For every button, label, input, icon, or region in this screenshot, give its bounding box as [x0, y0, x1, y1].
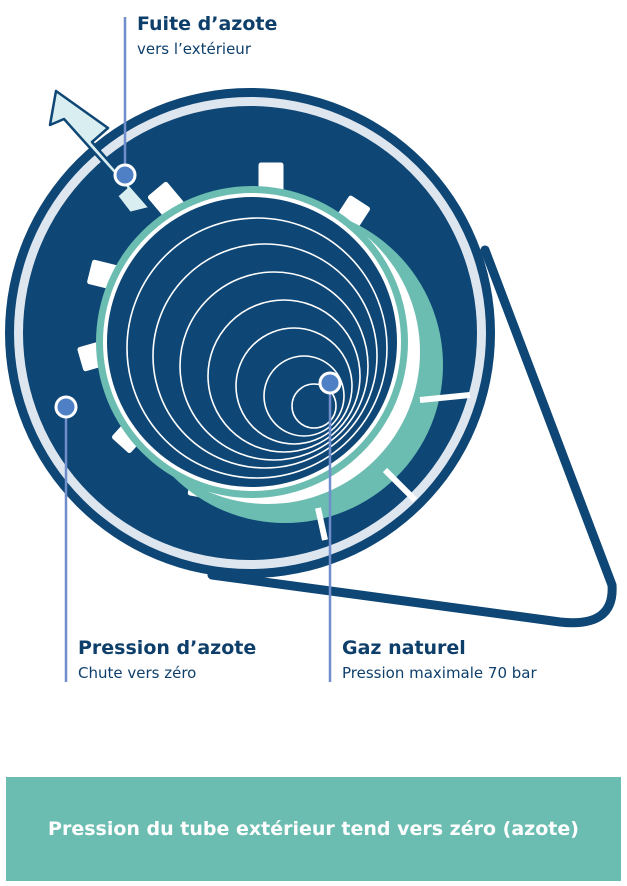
natural-gas-subtitle: Pression maximale 70 bar	[342, 664, 537, 682]
tunnel-rings	[126, 217, 388, 479]
natural-gas-label: Gaz naturel Pression maximale 70 bar	[342, 636, 537, 683]
nitrogen-pressure-title: Pression d’azote	[78, 637, 257, 659]
circle-dot-icon	[318, 371, 342, 395]
banner-background	[6, 777, 621, 881]
pipe-body-outline	[207, 245, 617, 628]
inner-pipe-bore	[107, 197, 397, 487]
natural-gas-title: Gaz naturel	[342, 637, 466, 659]
circle-dot-icon	[113, 163, 137, 187]
nitrogen-pressure-subtitle: Chute vers zéro	[78, 664, 197, 682]
nitrogen-pressure-label: Pression d’azote Chute vers zéro	[78, 636, 256, 683]
markers	[54, 163, 342, 419]
circle-dot-icon	[54, 395, 78, 419]
leak-label-subtitle: vers l’extérieur	[137, 40, 251, 58]
inner-pipe-depth-dividers	[315, 392, 471, 541]
leak-label: Fuite d’azote vers l’extérieur	[137, 12, 277, 59]
summary-banner-text: Pression du tube extérieur tend vers zér…	[48, 818, 579, 840]
summary-banner: Pression du tube extérieur tend vers zér…	[6, 777, 621, 881]
marker-lines	[64, 17, 332, 682]
leak-label-title: Fuite d’azote	[137, 13, 278, 35]
